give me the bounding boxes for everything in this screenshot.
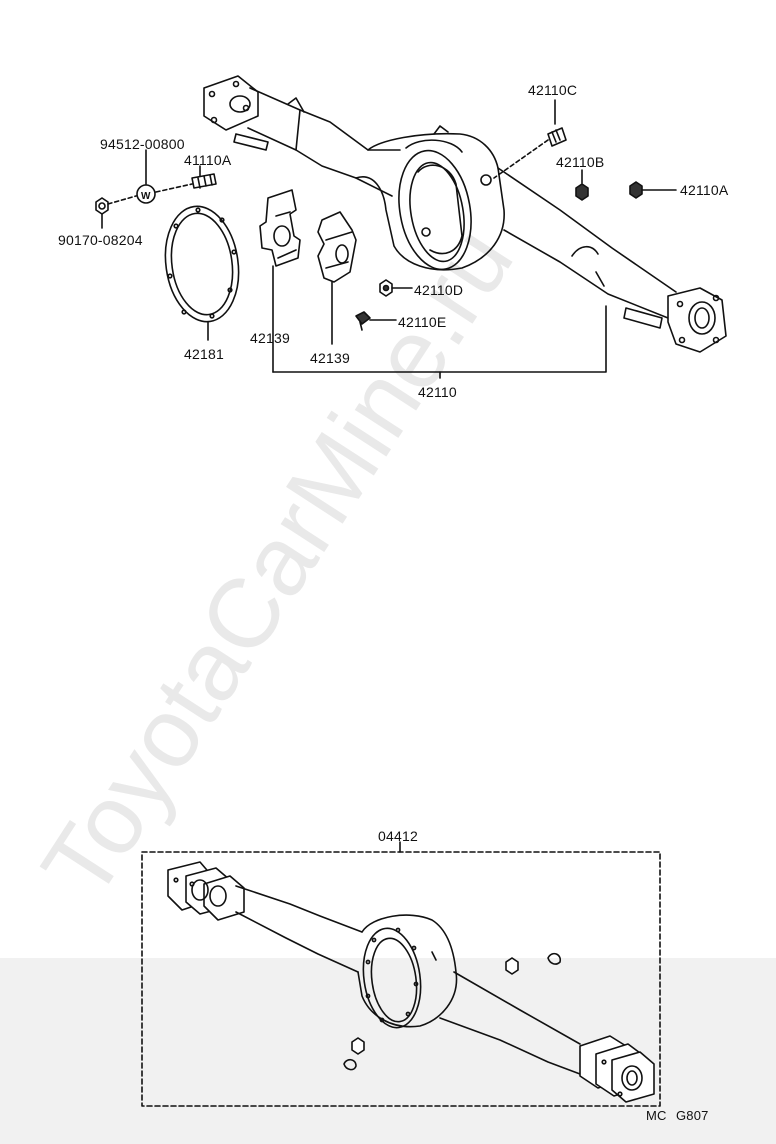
- bolt-42110e: [355, 311, 397, 331]
- small-fasteners-left: [95, 149, 217, 229]
- nut-42110a: [629, 181, 677, 199]
- assembly-04412-frame: [141, 841, 661, 1107]
- footer-code-mc: MC: [646, 1108, 667, 1123]
- label-42110e: 42110E: [398, 314, 447, 330]
- label-42110b: 42110B: [556, 154, 605, 170]
- footer-code-g807: G807: [676, 1108, 709, 1123]
- washer-mark: W: [141, 191, 151, 202]
- label-42181: 42181: [184, 346, 224, 362]
- axle-housing: [203, 75, 727, 353]
- bracket-42139-left: [259, 189, 301, 373]
- label-41110a: 41110A: [184, 152, 232, 168]
- label-42139-right: 42139: [310, 350, 350, 366]
- label-94512-00800: 94512-00800: [100, 136, 185, 152]
- stud-42110c: [493, 99, 567, 179]
- label-42110a: 42110A: [680, 182, 729, 198]
- label-42110c: 42110C: [528, 82, 578, 98]
- bracket-42139-right: [317, 211, 357, 345]
- axle-housing-assembly: [167, 861, 655, 1103]
- label-42110d: 42110D: [414, 282, 464, 298]
- label-04412: 04412: [378, 828, 418, 844]
- label-42139-left: 42139: [250, 330, 290, 346]
- nut-42110d: [379, 279, 413, 297]
- group-bracket-42110: [272, 305, 607, 373]
- label-90170-08204: 90170-08204: [58, 232, 143, 248]
- nut-42110b: [575, 169, 589, 201]
- label-42110: 42110: [418, 384, 457, 400]
- lower-gray-band: [0, 958, 776, 1144]
- gasket-42181: [164, 205, 240, 341]
